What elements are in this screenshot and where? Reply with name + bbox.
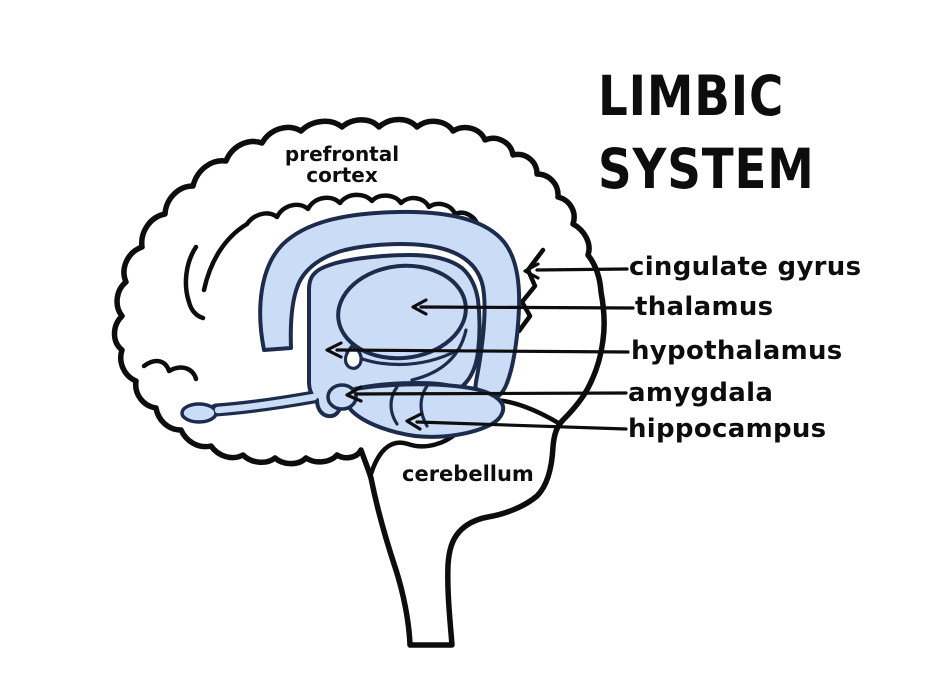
prefrontal-cortex-label-line1: prefrontal	[284, 142, 400, 166]
hypothalamus-label: hypothalamus	[631, 336, 843, 366]
arrowhead-thalamus	[411, 298, 428, 316]
temporal-sulcus-wave	[141, 358, 199, 382]
fornix-arc	[410, 328, 468, 382]
amygdala-label: amygdala	[628, 378, 774, 408]
thalamus-label: thalamus	[635, 292, 774, 322]
amygdala-shape	[326, 383, 358, 411]
arrowhead-cingulate-gyrus	[523, 262, 540, 280]
cerebellum-label: cerebellum	[402, 462, 534, 486]
annotation-lines	[325, 262, 635, 431]
arrowhead-hippocampus	[405, 412, 423, 431]
diagram-title: LIMBIC SYSTEM	[598, 60, 815, 206]
hippocampus-label: hippocampus	[628, 414, 827, 444]
title-line-2: SYSTEM	[598, 137, 815, 201]
arrowhead-amygdala	[345, 385, 363, 403]
olfactory-tract-core	[214, 393, 318, 414]
hippocampus-gyrus-line-1	[389, 385, 399, 426]
line-hypothalamus	[335, 348, 630, 354]
frontal-sulcus-arc	[183, 244, 206, 321]
arrowhead-hypothalamus	[325, 341, 343, 359]
title-line-1: LIMBIC	[598, 64, 785, 128]
cingulate-gyrus-label: cingulate gyrus	[629, 252, 862, 282]
olfactory-bulb	[180, 402, 218, 424]
prefrontal-cortex-label-line2: cortex	[306, 163, 378, 187]
prefrontal-cortex-label: prefrontal cortex	[262, 144, 422, 186]
line-amygdala	[355, 391, 628, 396]
line-cingulate-gyrus	[535, 267, 629, 272]
thalamus-shape	[336, 263, 468, 361]
line-hippocampus	[415, 420, 628, 431]
line-thalamus	[419, 305, 635, 310]
